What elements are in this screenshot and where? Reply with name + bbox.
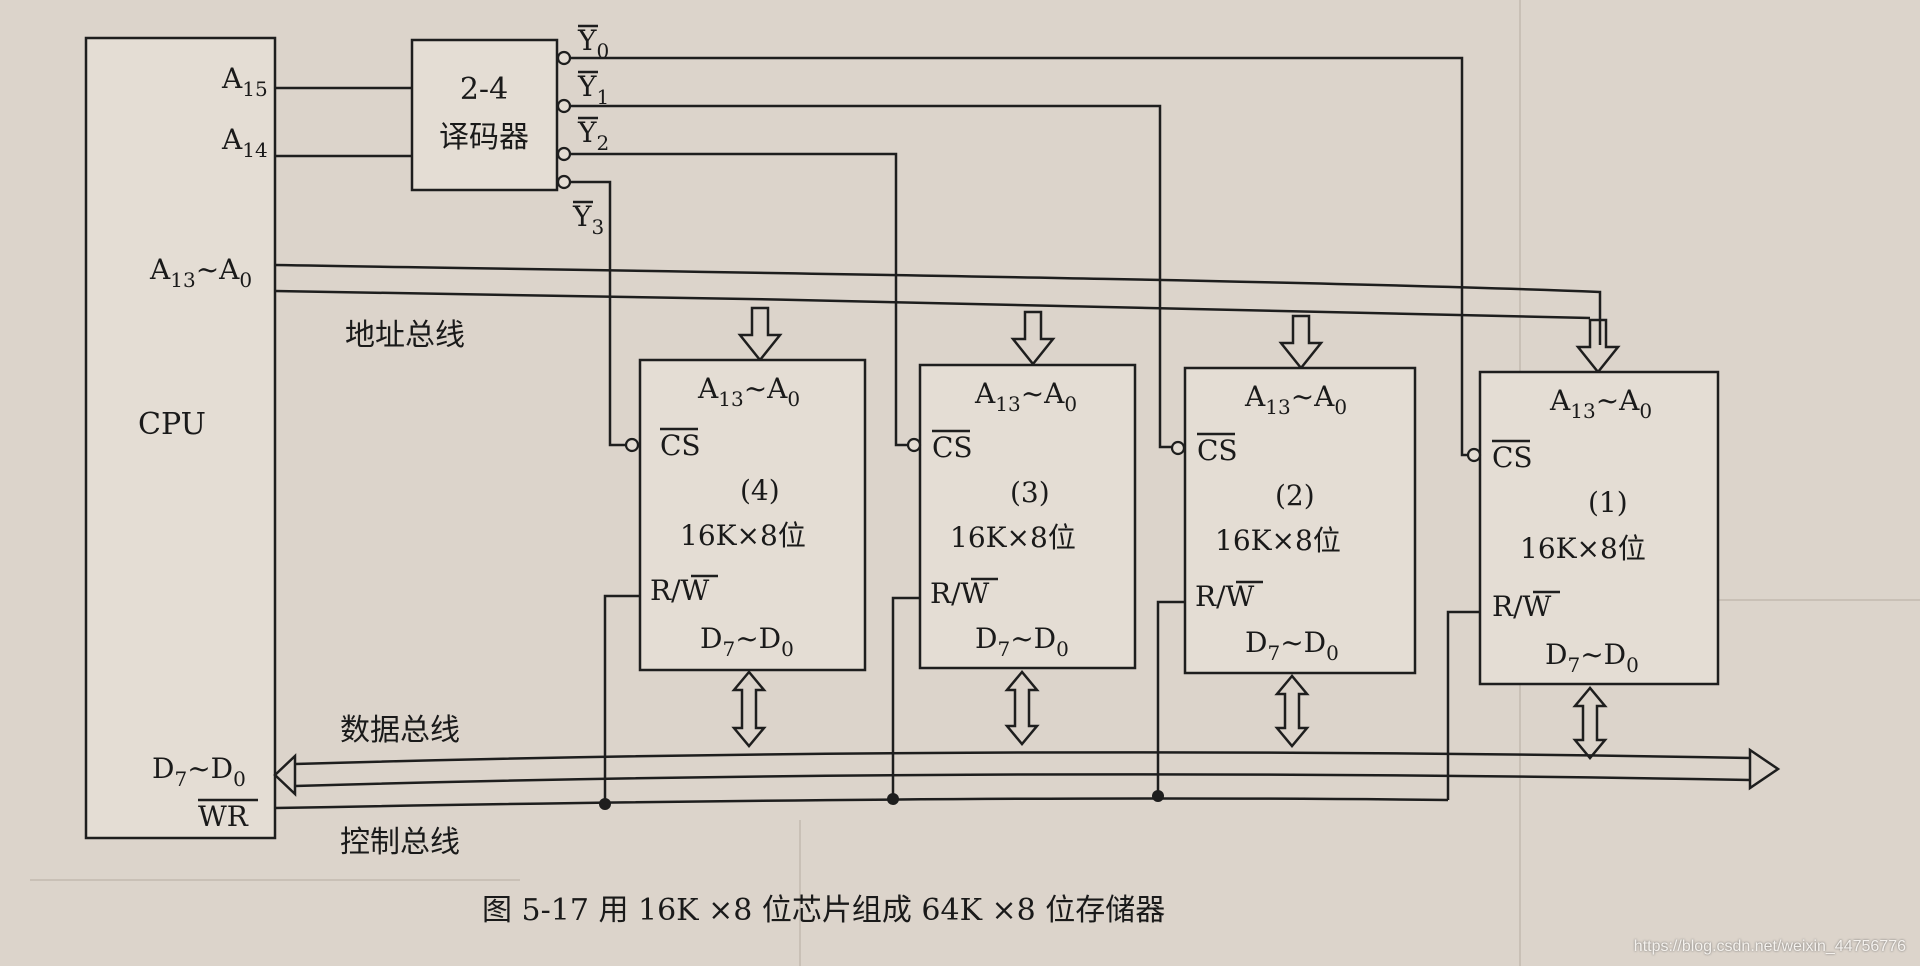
chip1-data-label: D7~D0 xyxy=(1545,638,1639,677)
y1-select-line xyxy=(570,104,1175,449)
chip4-data-label: D7~D0 xyxy=(700,622,794,661)
chip3-rw-label: R/W xyxy=(930,577,990,610)
decoder-output-y2: Y2 xyxy=(577,116,609,155)
address-bus: 地址总线 xyxy=(274,263,1621,375)
memory-chip-2: A13~A0 CS (2) 16K×8位 R/W D7~D0 xyxy=(1170,366,1417,675)
control-bus-label: 控制总线 xyxy=(340,825,460,860)
chip1-size: 16K×8位 xyxy=(1520,532,1646,565)
addr-arrow-chip2 xyxy=(1278,314,1324,371)
chip4-cs-label: CS xyxy=(660,429,701,462)
chip3-cs-label: CS xyxy=(932,431,973,464)
rw-line-chip2 xyxy=(1156,600,1185,796)
data-bus: 数据总线 xyxy=(273,670,1781,797)
data-link-chip2 xyxy=(1274,674,1310,748)
chip3-size: 16K×8位 xyxy=(950,521,1076,554)
chip3-data-label: D7~D0 xyxy=(975,622,1069,661)
memory-chip-4: A13~A0 CS (4) 16K×8位 R/W D7~D0 xyxy=(624,358,867,672)
chip4-address-label: A13~A0 xyxy=(697,372,800,411)
addr-arrow-chip4 xyxy=(737,306,783,363)
memory-chip-3: A13~A0 CS (3) 16K×8位 R/W D7~D0 xyxy=(906,363,1137,670)
chip2-address-label: A13~A0 xyxy=(1244,380,1347,419)
decoder-output-y3: Y3 xyxy=(572,200,604,239)
decoder-block: 2-4 译码器 Y0 Y1 Y2 Y3 xyxy=(275,24,1477,457)
chip2-size: 16K×8位 xyxy=(1215,524,1341,557)
chip1-address-label: A13~A0 xyxy=(1549,384,1652,423)
pin-a15: A15 xyxy=(221,62,268,101)
chip1-rw-label: R/W xyxy=(1492,590,1552,623)
rw-line-chip1 xyxy=(1446,610,1480,800)
data-bus-label: 数据总线 xyxy=(340,713,460,748)
chip4-number: (4) xyxy=(740,474,780,507)
figure-caption: 图 5-17 用 16K ×8 位芯片组成 64K ×8 位存储器 xyxy=(482,893,1165,928)
y2-select-line xyxy=(570,152,911,447)
chip2-cs-label: CS xyxy=(1197,434,1238,467)
watermark-url: https://blog.csdn.net/weixin_44756776 xyxy=(1633,938,1906,955)
addr-arrow-chip3 xyxy=(1010,310,1056,367)
addr-arrow-chip1 xyxy=(1575,318,1621,375)
data-link-chip1 xyxy=(1572,686,1608,760)
pin-wr: WR xyxy=(198,800,249,833)
rw-line-chip4 xyxy=(603,594,640,804)
chip1-cs-label: CS xyxy=(1492,441,1533,474)
control-bus: 控制总线 xyxy=(274,594,1480,860)
decoder-output-y1: Y1 xyxy=(577,70,609,109)
chip3-number: (3) xyxy=(1010,476,1050,509)
rw-line-chip3 xyxy=(891,596,920,800)
data-link-chip4 xyxy=(731,670,767,748)
chip2-number: (2) xyxy=(1275,479,1315,512)
decoder-name: 译码器 xyxy=(439,120,529,155)
decoder-type: 2-4 xyxy=(460,72,508,107)
pin-a13-a0: A13~A0 xyxy=(149,253,252,292)
memory-chip-1: A13~A0 CS (1) 16K×8位 R/W D7~D0 xyxy=(1466,370,1720,686)
pin-a14: A14 xyxy=(221,123,268,162)
cpu-block: CPU A15 A14 A13~A0 D7~D0 WR xyxy=(84,36,277,840)
chip4-size: 16K×8位 xyxy=(680,519,806,552)
chip2-rw-label: R/W xyxy=(1195,580,1255,613)
chip3-address-label: A13~A0 xyxy=(974,377,1077,416)
chip1-number: (1) xyxy=(1588,486,1628,519)
address-bus-label: 地址总线 xyxy=(345,318,465,353)
pin-d7-d0: D7~D0 xyxy=(152,752,246,791)
chip4-rw-label: R/W xyxy=(650,574,710,607)
cpu-label: CPU xyxy=(138,407,206,442)
y3-select-line xyxy=(570,180,625,447)
chip2-data-label: D7~D0 xyxy=(1245,626,1339,665)
data-link-chip3 xyxy=(1004,670,1040,746)
